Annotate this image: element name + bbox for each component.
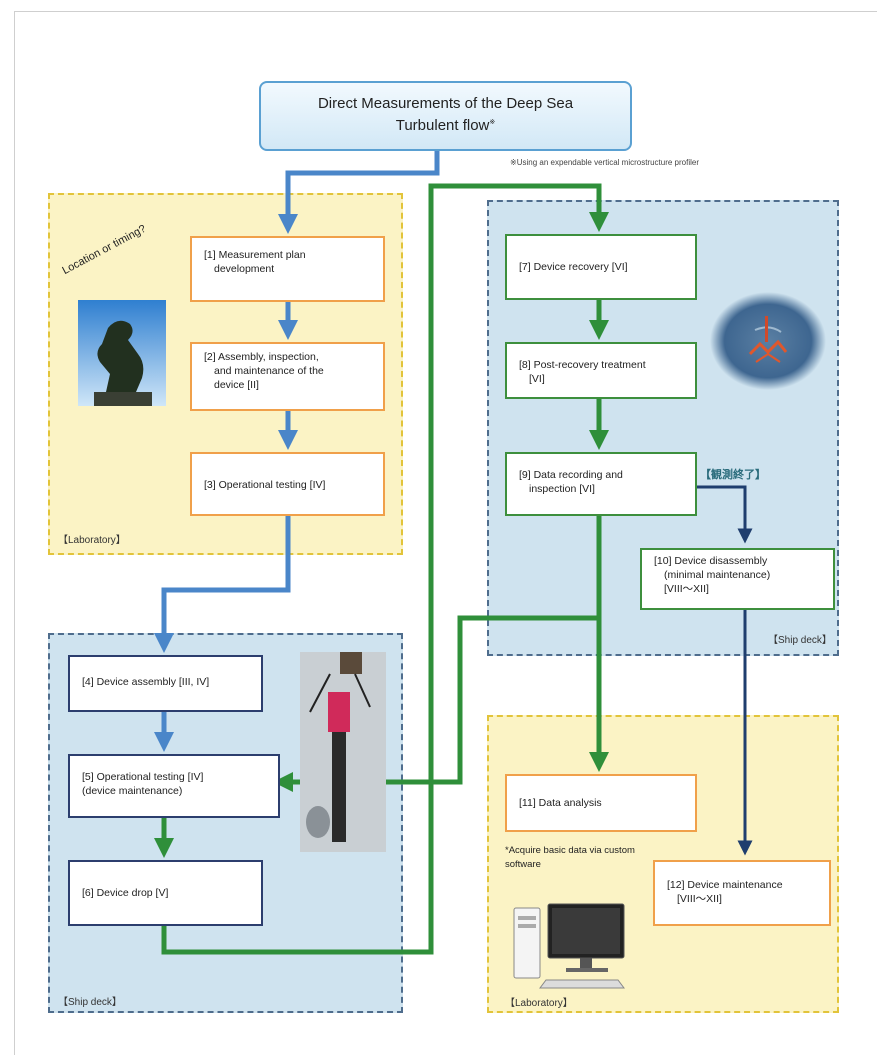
step-9-box: [9] Data recording and inspection [VI] xyxy=(505,452,697,516)
step-4-line-1: [4] Device assembly [III, IV] xyxy=(82,676,210,688)
step-12-line-2: [VIII～XII] xyxy=(677,893,722,906)
step-5-box: [5] Operational testing [IV] (device mai… xyxy=(68,754,280,818)
step-11-box: [11] Data analysis xyxy=(505,774,697,832)
step-10-box: [10] Device disassembly (minimal mainten… xyxy=(640,548,835,610)
step-2-line-3: device [II] xyxy=(214,379,259,392)
title-footnote-mark: ※ xyxy=(489,118,496,126)
step-5-line-2: (device maintenance) xyxy=(82,785,183,798)
title-line-2-text: Turbulent flow xyxy=(395,116,490,134)
step-2-line-1: [2] Assembly, inspection, xyxy=(204,351,319,363)
diagram-title: Direct Measurements of the Deep Sea Turb… xyxy=(259,81,632,151)
arrow-step9-to-step10 xyxy=(697,485,753,544)
step-7-box: [7] Device recovery [VI] xyxy=(505,234,697,300)
ship-deck-label-left: 【Ship deck】 xyxy=(58,997,122,1008)
observation-end-label: 【観測終了】 xyxy=(700,469,766,481)
step-1-line-1: [1] Measurement plan xyxy=(204,249,306,261)
step-9-line-1: [9] Data recording and xyxy=(519,469,623,481)
ship-deck-label-right: 【Ship deck】 xyxy=(768,635,832,646)
step-9-line-2: inspection [VI] xyxy=(529,483,595,496)
thinker-statue-image xyxy=(78,300,166,406)
step-2-box: [2] Assembly, inspection, and maintenanc… xyxy=(190,342,385,411)
step-8-line-2: [VI] xyxy=(529,373,545,386)
software-note: *Acquire basic data via custom software xyxy=(505,844,635,873)
step-8-box: [8] Post-recovery treatment [VI] xyxy=(505,342,697,399)
step-11-line-1: [11] Data analysis xyxy=(519,797,602,809)
software-note-line-1: *Acquire basic data via custom xyxy=(505,845,635,856)
step-10-line-1: [10] Device disassembly xyxy=(654,555,768,567)
step-4-box: [4] Device assembly [III, IV] xyxy=(68,655,263,712)
arrow-title-to-step1 xyxy=(278,151,440,234)
computer-icon xyxy=(513,903,625,989)
profiler-at-sea-image xyxy=(710,292,826,390)
laboratory-label-top: 【Laboratory】 xyxy=(58,535,126,546)
page-frame xyxy=(14,11,877,1055)
step-1-line-2: development xyxy=(214,263,275,276)
step-12-box: [12] Device maintenance [VIII～XII] xyxy=(653,860,831,926)
profiler-device-image xyxy=(300,652,386,852)
step-6-line-1: [6] Device drop [V] xyxy=(82,887,169,899)
arrow-step3-to-step4 xyxy=(154,516,291,653)
step-7-line-1: [7] Device recovery [VI] xyxy=(519,261,628,273)
step-3-box: [3] Operational testing [IV] xyxy=(190,452,385,516)
step-10-line-2: (minimal maintenance) xyxy=(664,569,771,582)
title-line-2: Turbulent flow※ xyxy=(261,115,630,137)
step-5-line-1: [5] Operational testing [IV] xyxy=(82,771,204,783)
arrow-step6-to-step7 xyxy=(161,183,609,955)
software-note-line-2: software xyxy=(505,859,541,871)
step-8-line-1: [8] Post-recovery treatment xyxy=(519,359,646,371)
step-10-line-3: [VIII～XII] xyxy=(664,583,709,596)
step-2-line-2: and maintenance of the xyxy=(214,365,324,378)
step-12-line-1: [12] Device maintenance xyxy=(667,879,783,891)
footnote: ※Using an expendable vertical microstruc… xyxy=(510,158,700,167)
title-line-1: Direct Measurements of the Deep Sea xyxy=(317,95,574,112)
laboratory-label-bottom: 【Laboratory】 xyxy=(505,998,573,1009)
step-1-box: [1] Measurement plan development xyxy=(190,236,385,302)
step-6-box: [6] Device drop [V] xyxy=(68,860,263,926)
step-3-line-1: [3] Operational testing [IV] xyxy=(204,479,326,491)
